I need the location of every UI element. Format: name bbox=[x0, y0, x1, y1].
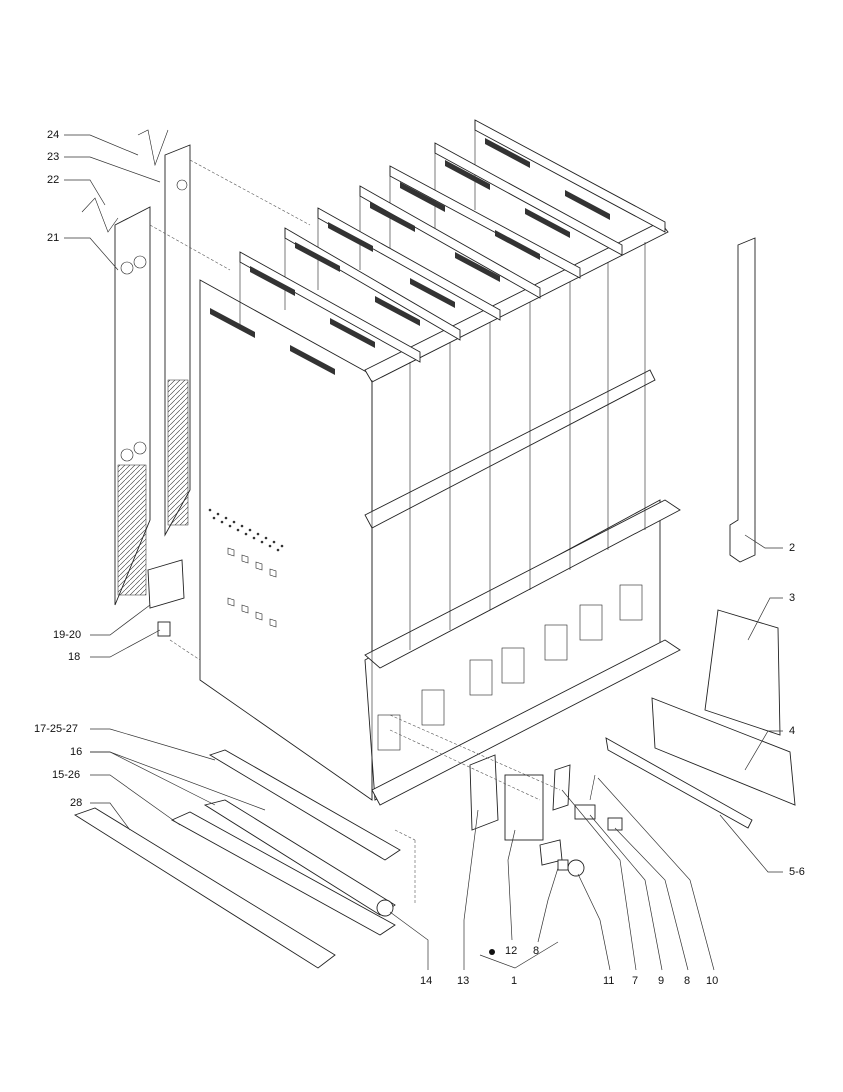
callout-24: 24 bbox=[47, 129, 60, 141]
callout-8-lower: 8 bbox=[684, 975, 691, 987]
callout-21: 21 bbox=[47, 232, 60, 244]
callout-1: 1 bbox=[511, 975, 518, 987]
callout-15-26: 15-26 bbox=[52, 769, 81, 781]
part-3 bbox=[704, 609, 781, 736]
callout-12: 12 bbox=[505, 945, 518, 957]
part-10 bbox=[589, 774, 596, 801]
callout-16: 16 bbox=[70, 746, 83, 758]
callout-4: 4 bbox=[789, 725, 796, 737]
assembly-lines bbox=[149, 159, 561, 905]
callout-23: 23 bbox=[47, 151, 60, 163]
leader-lines bbox=[64, 134, 783, 971]
part-15-26 bbox=[170, 811, 396, 936]
mounting-tabs bbox=[227, 547, 277, 628]
callout-19-20: 19-20 bbox=[53, 629, 82, 641]
callout-2: 2 bbox=[789, 542, 796, 554]
clip-22 bbox=[81, 197, 119, 233]
callout-18: 18 bbox=[68, 651, 81, 663]
part-28 bbox=[73, 807, 336, 969]
callout-8-upper: 8 bbox=[533, 945, 540, 957]
callout-3: 3 bbox=[789, 592, 796, 604]
callout-11: 11 bbox=[603, 975, 615, 987]
side-panel-21 bbox=[114, 206, 151, 606]
callout-7: 7 bbox=[632, 975, 639, 987]
part-16 bbox=[203, 799, 396, 916]
part-5-6 bbox=[605, 737, 753, 829]
callout-28: 28 bbox=[70, 797, 83, 809]
side-panel-23 bbox=[164, 144, 191, 537]
part-2 bbox=[729, 237, 756, 563]
perforation-pattern bbox=[208, 508, 284, 552]
part-8-small bbox=[557, 859, 569, 871]
part-4 bbox=[651, 697, 796, 806]
callout-10: 10 bbox=[706, 975, 719, 987]
callout-17-25-27: 17-25-27 bbox=[34, 723, 79, 735]
part-17-25-27 bbox=[208, 749, 401, 861]
cabinet-assembly bbox=[199, 119, 681, 806]
reference-dot bbox=[489, 949, 495, 955]
part-18 bbox=[157, 621, 171, 637]
part-mechanism bbox=[504, 774, 544, 841]
part-14 bbox=[376, 899, 394, 917]
part-8 bbox=[607, 817, 623, 831]
part-13 bbox=[469, 754, 499, 831]
callout-22: 22 bbox=[47, 174, 60, 186]
callout-14: 14 bbox=[420, 975, 433, 987]
part-19-20 bbox=[147, 559, 185, 609]
callout-13: 13 bbox=[457, 975, 470, 987]
part-11 bbox=[567, 859, 585, 877]
front-cutouts bbox=[377, 584, 643, 751]
clip-24 bbox=[137, 129, 169, 167]
callout-9: 9 bbox=[658, 975, 665, 987]
part-7 bbox=[552, 764, 571, 811]
vent-slots bbox=[210, 138, 610, 375]
callout-5-6: 5-6 bbox=[789, 866, 805, 878]
